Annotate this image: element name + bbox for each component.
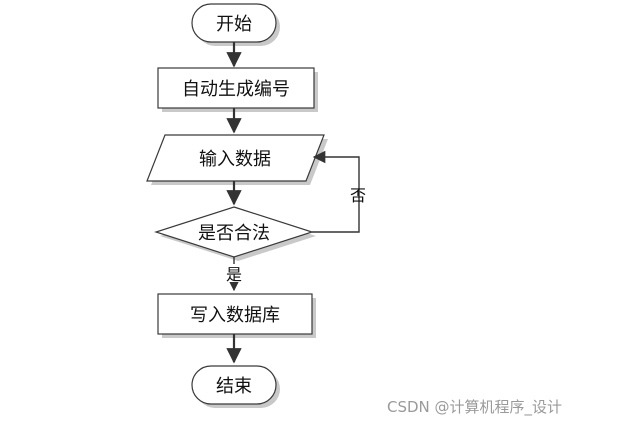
write-db-node: 写入数据库 — [157, 293, 316, 338]
watermark: CSDN @计算机程序_设计 — [387, 398, 563, 416]
write-db-label: 写入数据库 — [190, 305, 280, 326]
decision-label: 是否合法 — [198, 223, 270, 244]
edge-label-yes-bg — [224, 264, 244, 282]
start-node: 开始 — [191, 3, 280, 46]
decision-node: 是否合法 — [154, 206, 316, 261]
edge-decision-no-loop — [312, 150, 360, 233]
gen-id-label: 自动生成编号 — [182, 79, 290, 100]
end-node: 结束 — [191, 365, 280, 408]
gen-id-node: 自动生成编号 — [157, 67, 318, 112]
start-label: 开始 — [216, 14, 252, 35]
input-label: 输入数据 — [199, 149, 271, 170]
edge-label-no: 否 — [350, 186, 366, 205]
end-label: 结束 — [216, 376, 252, 397]
edge-label-yes: 是 — [226, 265, 242, 284]
input-node: 输入数据 — [146, 134, 328, 185]
